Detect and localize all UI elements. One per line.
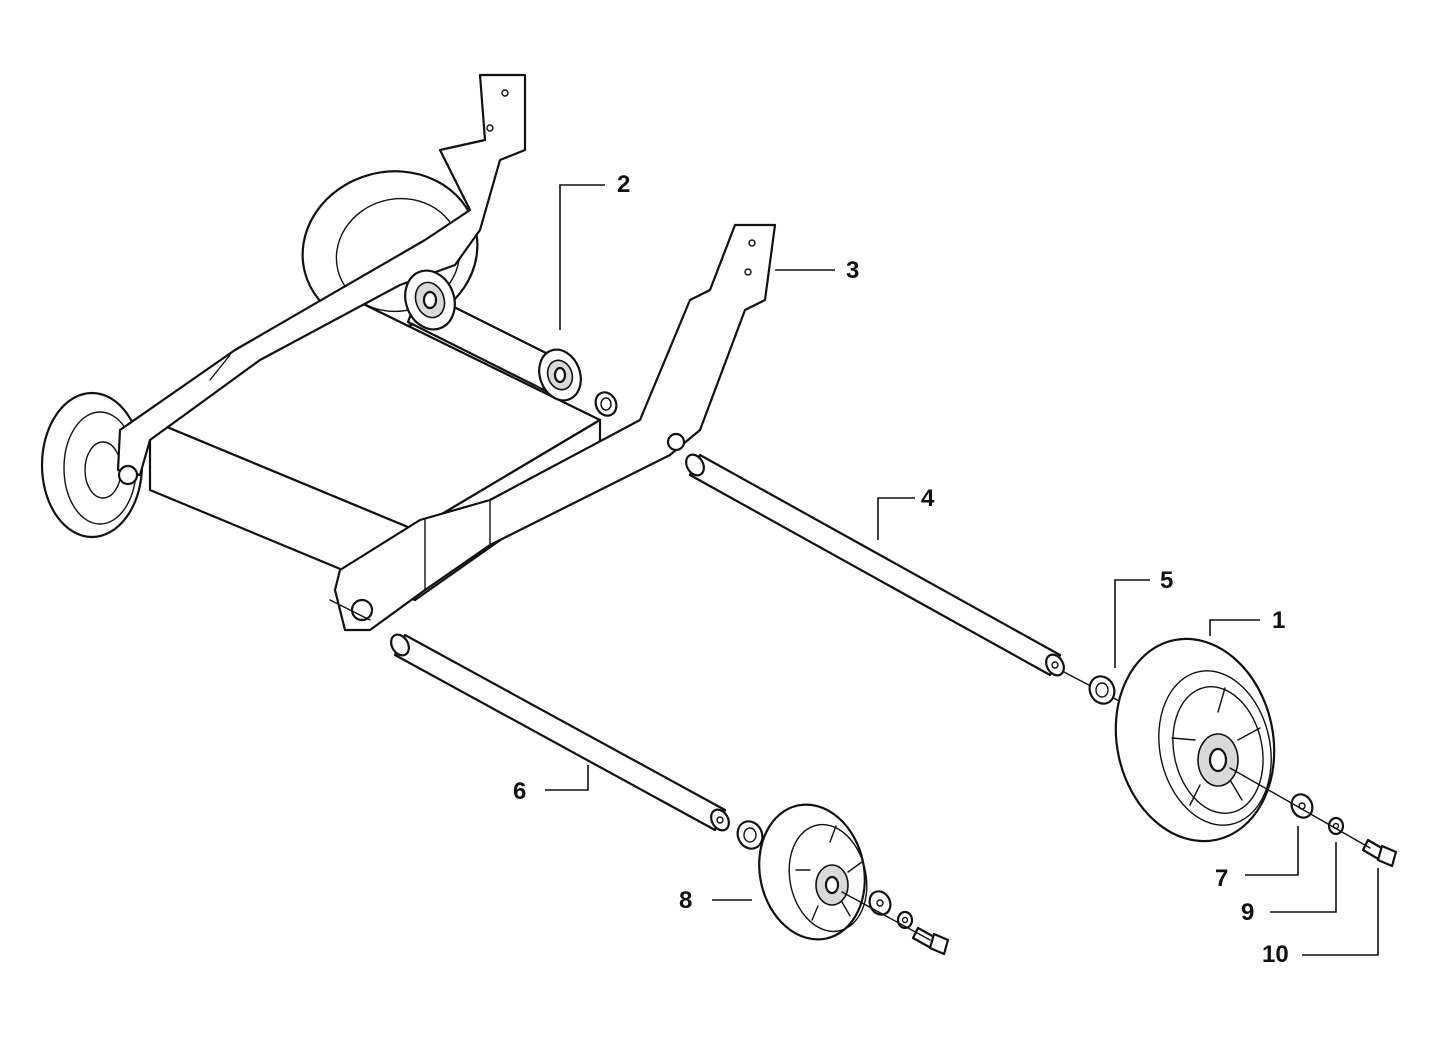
axle-shaft-part-6: [329, 599, 730, 832]
left-side-arm: [116, 73, 527, 486]
bolt-part-10: [1361, 838, 1398, 868]
bearing-part-2: [538, 348, 582, 402]
right-side-arm: [333, 223, 777, 632]
callout-9: 9: [1241, 899, 1254, 926]
callout-1: 1: [1272, 607, 1285, 634]
washer-rear: [594, 391, 618, 417]
washer-front: [736, 820, 764, 850]
washer-front-outer: [868, 890, 914, 930]
leader-lines: [545, 184, 1379, 956]
callout-6: 6: [513, 778, 526, 805]
callout-8: 8: [679, 887, 692, 914]
washer-part-7: [1290, 793, 1314, 819]
callout-7: 7: [1215, 865, 1228, 892]
callout-4: 4: [921, 485, 935, 512]
washer-part-5: [1088, 675, 1116, 705]
wheel-part-8: [758, 803, 868, 941]
axle-shaft-part-4: [685, 453, 1141, 713]
callout-3: 3: [846, 257, 859, 284]
wheel-part-1: [1114, 637, 1276, 843]
callout-10: 10: [1262, 941, 1289, 968]
left-arm-bearing: [404, 269, 456, 331]
assembly-axis-lines: [841, 767, 1371, 941]
callout-2: 2: [617, 171, 630, 198]
callout-5: 5: [1160, 567, 1173, 594]
bolt-front: [911, 926, 950, 956]
